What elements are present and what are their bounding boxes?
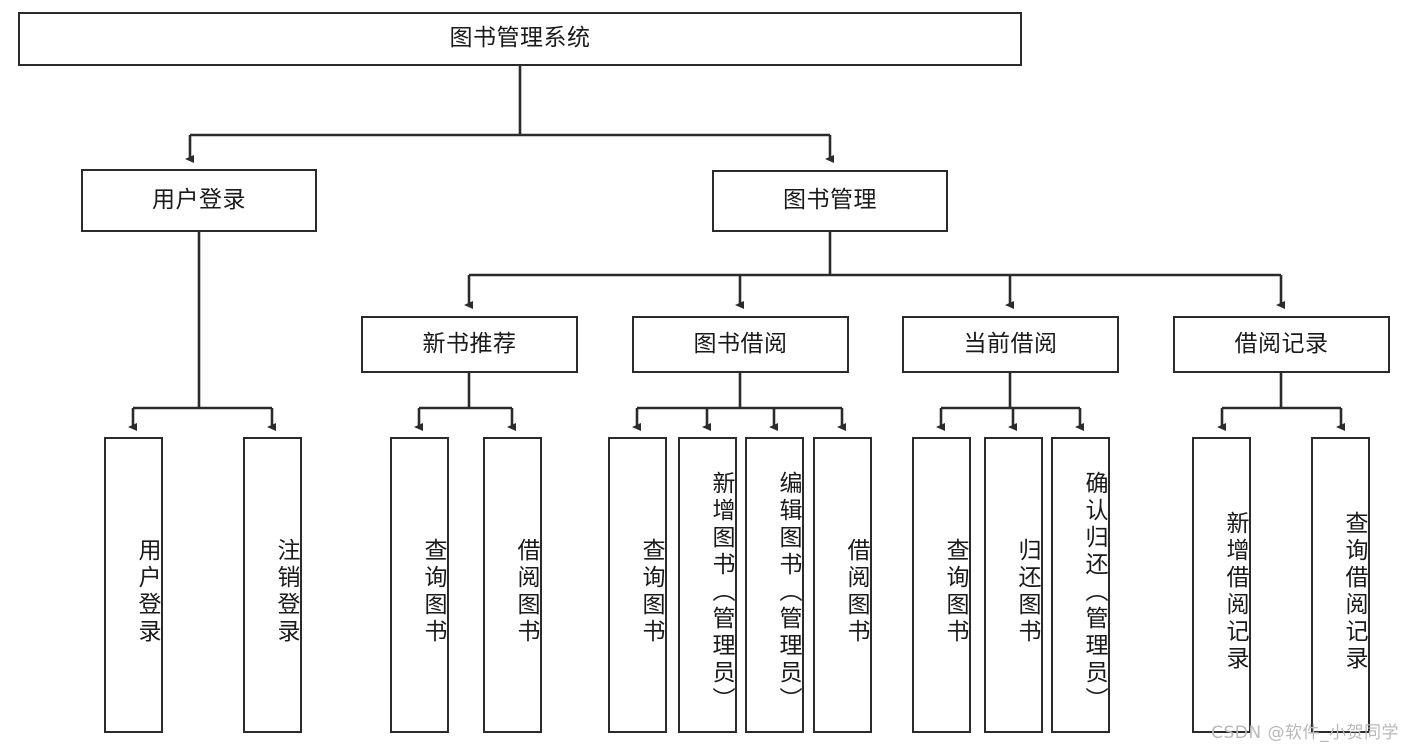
leaf-borrow-edit-book[interactable]: 编辑图书（管理员） (745, 437, 804, 733)
node-label: 图书管理系统 (449, 25, 591, 52)
node-label: 图书管理 (783, 187, 877, 214)
node-current-borrow[interactable]: 当前借阅 (902, 316, 1119, 373)
node-user-login[interactable]: 用户登录 (81, 169, 317, 232)
leaf-user-login[interactable]: 用户登录 (104, 437, 163, 733)
leaf-recommend-borrow-book[interactable]: 借阅图书 (483, 437, 542, 733)
node-label: 借阅图书 (513, 538, 539, 646)
node-book-borrow[interactable]: 图书借阅 (632, 316, 849, 373)
node-root-system[interactable]: 图书管理系统 (18, 12, 1022, 66)
node-label: 用户登录 (152, 186, 246, 213)
node-label: 查询图书 (638, 538, 664, 646)
node-book-management[interactable]: 图书管理 (712, 170, 948, 232)
node-label: 注销登录 (273, 538, 299, 646)
leaf-record-add[interactable]: 新增借阅记录 (1192, 437, 1251, 733)
leaf-borrow-borrow-book[interactable]: 借阅图书 (813, 437, 872, 733)
node-label: 当前借阅 (963, 330, 1058, 357)
watermark-text: CSDN @软件_小贺同学 (1211, 723, 1399, 743)
node-label: 新增图书（管理员） (708, 470, 734, 714)
node-label: 新增借阅记录 (1222, 511, 1248, 673)
node-label: 查询借阅记录 (1341, 511, 1367, 673)
node-label: 查询图书 (420, 538, 446, 646)
node-label: 编辑图书（管理员） (775, 470, 801, 714)
node-new-book-recommend[interactable]: 新书推荐 (361, 316, 578, 373)
node-label: 借阅记录 (1234, 330, 1329, 357)
leaf-borrow-query-book[interactable]: 查询图书 (608, 437, 667, 733)
leaf-user-logout[interactable]: 注销登录 (243, 437, 302, 733)
leaf-current-query-book[interactable]: 查询图书 (912, 437, 971, 733)
node-label: 用户登录 (134, 538, 160, 646)
leaf-recommend-query-book[interactable]: 查询图书 (390, 437, 449, 733)
leaf-current-confirm-return[interactable]: 确认归还（管理员） (1051, 437, 1110, 733)
node-label: 查询图书 (942, 538, 968, 646)
node-label: 新书推荐 (422, 330, 517, 357)
node-label: 归还图书 (1014, 538, 1040, 646)
leaf-record-query[interactable]: 查询借阅记录 (1311, 437, 1370, 733)
node-label: 借阅图书 (843, 538, 869, 646)
node-label: 确认归还（管理员） (1081, 470, 1107, 714)
leaf-borrow-add-book[interactable]: 新增图书（管理员） (678, 437, 737, 733)
node-label: 图书借阅 (693, 330, 788, 357)
leaf-current-return-book[interactable]: 归还图书 (984, 437, 1043, 733)
node-borrow-record[interactable]: 借阅记录 (1173, 316, 1390, 373)
